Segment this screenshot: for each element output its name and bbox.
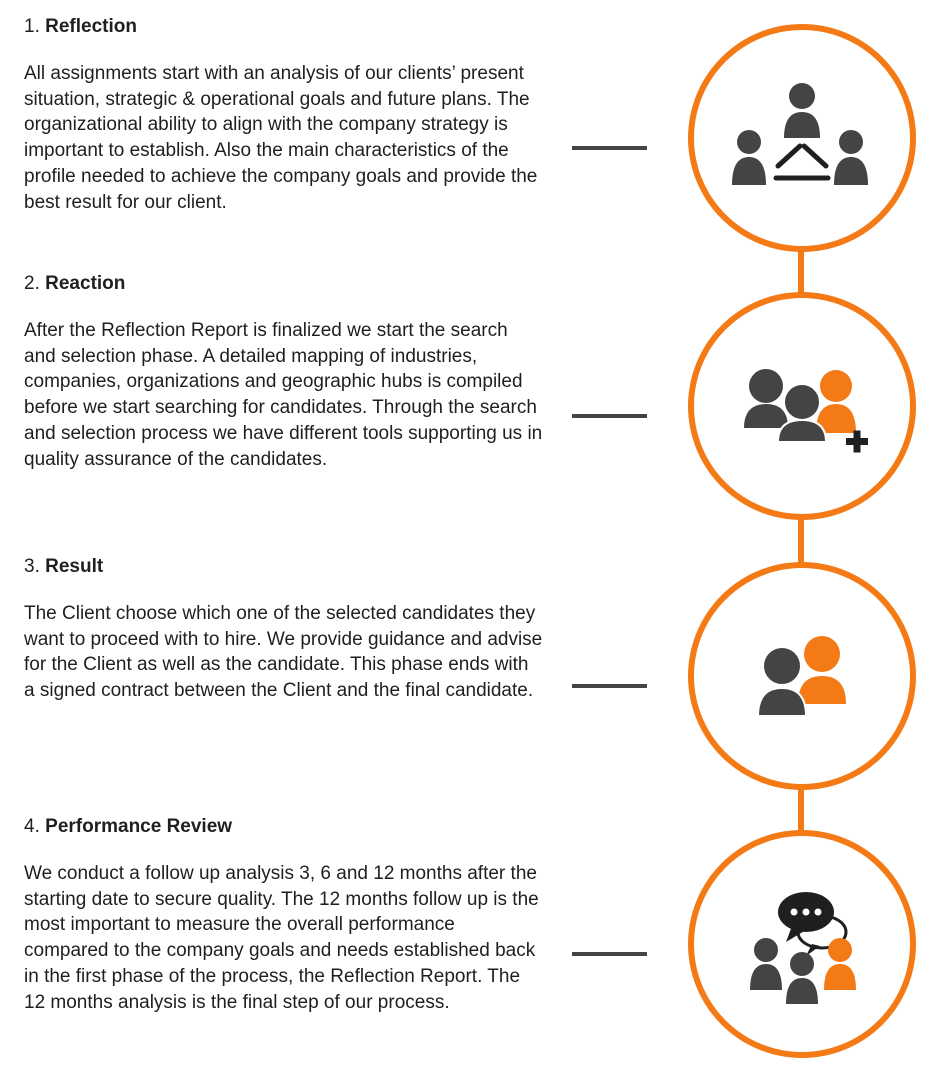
step-title: Reflection xyxy=(45,16,137,37)
step-number: 3. xyxy=(24,556,40,577)
timeline-link xyxy=(798,250,804,298)
step-description: We conduct a follow up analysis 3, 6 and… xyxy=(24,863,539,1013)
step-heading: 1. Reflection xyxy=(24,15,544,39)
add-person-icon xyxy=(744,369,868,453)
step-reflection: 1. Reflection All assignments start with… xyxy=(24,15,544,215)
step-heading: 2. Reaction xyxy=(24,272,544,296)
people-chat-icon xyxy=(750,892,856,1004)
step-number: 2. xyxy=(24,273,40,294)
step-title: Result xyxy=(45,556,104,577)
step-icon-circle xyxy=(688,292,916,520)
step-description: After the Reflection Report is finalized… xyxy=(24,320,543,470)
step-description: The Client choose which one of the selec… xyxy=(24,603,543,702)
step-heading: 4. Performance Review xyxy=(24,815,544,839)
connector-line xyxy=(572,684,647,688)
connector-line xyxy=(572,146,647,150)
step-title: Performance Review xyxy=(45,816,233,837)
timeline-link xyxy=(798,788,804,836)
step-icon-circle xyxy=(688,830,916,1058)
step-number: 1. xyxy=(24,16,40,37)
connector-line xyxy=(572,414,647,418)
step-icon-circle xyxy=(688,562,916,790)
step-description: All assignments start with an analysis o… xyxy=(24,63,538,213)
two-people-icon xyxy=(756,636,846,717)
step-result: 3. Result The Client choose which one of… xyxy=(24,555,544,704)
step-icon-circle xyxy=(688,24,916,252)
step-heading: 3. Result xyxy=(24,555,544,579)
group-triangle-icon xyxy=(732,83,868,185)
step-number: 4. xyxy=(24,816,40,837)
timeline-link xyxy=(798,518,804,566)
step-performance-review: 4. Performance Review We conduct a follo… xyxy=(24,815,544,1015)
connector-line xyxy=(572,952,647,956)
step-reaction: 2. Reaction After the Reflection Report … xyxy=(24,272,544,472)
step-title: Reaction xyxy=(45,273,126,294)
